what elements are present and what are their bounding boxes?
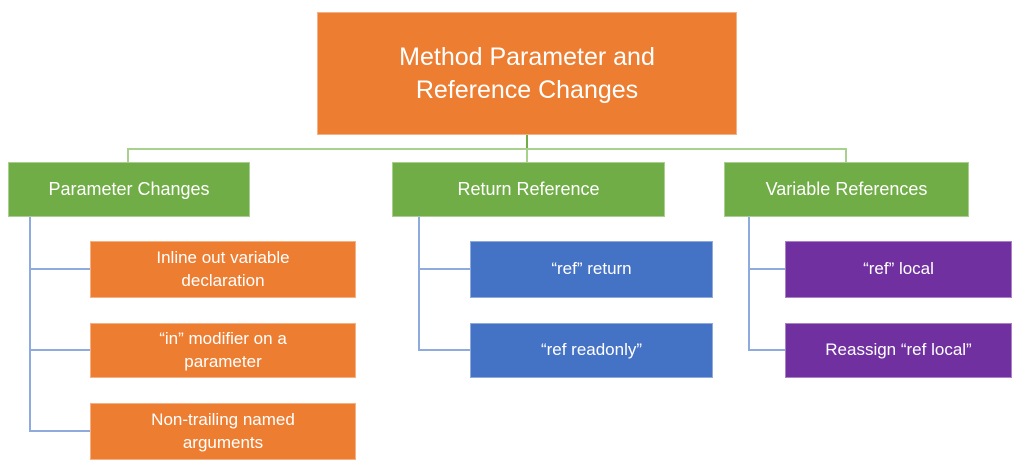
- leaf-label: Inline out variable declaration: [156, 247, 290, 290]
- connector-elbow-in-modifier: [29, 349, 90, 351]
- leaf-label: “ref” local: [863, 259, 934, 279]
- connector-elbow-ref-readonly: [418, 349, 470, 351]
- connector-elbow-non-trailing: [29, 430, 90, 432]
- leaf-ref-local: “ref” local: [785, 241, 1012, 298]
- leaf-in-modifier-on-a-parameter: “in” modifier on a parameter: [90, 323, 356, 378]
- leaf-label: “in” modifier on a parameter: [159, 328, 287, 371]
- connector-drop-variable-references: [845, 150, 847, 162]
- leaf-label: “ref” return: [551, 259, 632, 279]
- title-node-label: Method Parameter and Reference Changes: [399, 43, 655, 104]
- connector-elbow-reassign-ref-local: [748, 349, 785, 351]
- branch-parameter-changes-label: Parameter Changes: [48, 179, 210, 199]
- branch-return-reference-label: Return Reference: [457, 179, 600, 199]
- connector-parameter-changes-vertical: [29, 217, 31, 432]
- branch-variable-references-label: Variable References: [765, 179, 928, 199]
- connector-branch-horizontal: [127, 148, 847, 150]
- connector-drop-parameter-changes: [127, 150, 129, 162]
- connector-title-stub: [526, 135, 528, 149]
- branch-return-reference: Return Reference: [392, 162, 665, 217]
- leaf-label: “ref readonly”: [540, 340, 643, 360]
- title-node: Method Parameter and Reference Changes: [317, 12, 737, 135]
- leaf-label: Reassign “ref local”: [825, 340, 972, 360]
- connector-elbow-inline-out: [29, 268, 90, 270]
- leaf-ref-readonly: “ref readonly”: [470, 323, 713, 378]
- leaf-inline-out-variable-declaration: Inline out variable declaration: [90, 241, 356, 298]
- leaf-label: Non-trailing named arguments: [151, 409, 295, 452]
- branch-parameter-changes: Parameter Changes: [8, 162, 250, 217]
- branch-variable-references: Variable References: [724, 162, 969, 217]
- leaf-ref-return: “ref” return: [470, 241, 713, 298]
- connector-return-reference-vertical: [418, 217, 420, 351]
- connector-elbow-ref-local: [748, 268, 785, 270]
- connector-elbow-ref-return: [418, 268, 470, 270]
- leaf-non-trailing-named-arguments: Non-trailing named arguments: [90, 403, 356, 460]
- leaf-reassign-ref-local: Reassign “ref local”: [785, 323, 1012, 378]
- connector-variable-references-vertical: [748, 217, 750, 351]
- connector-drop-return-reference: [526, 150, 528, 162]
